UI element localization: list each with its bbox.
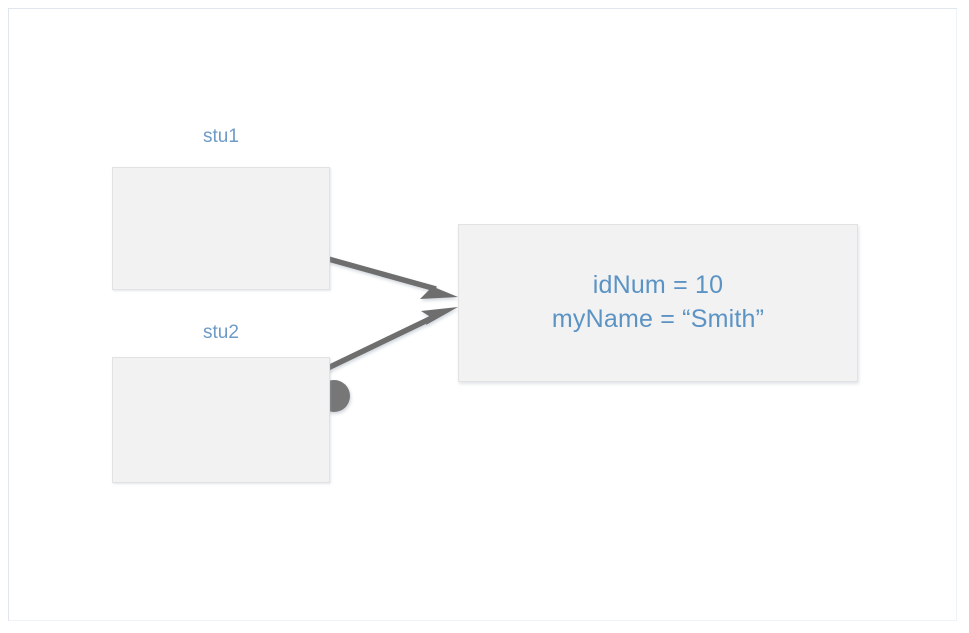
object-field-myname: myName = “Smith” [551,305,765,333]
object-field-idnum: idNum = 10 [592,271,724,300]
variable-label-stu1: stu1 [203,126,239,147]
variable-box-stu1[interactable] [112,167,350,412]
variable-label-stu2: stu2 [203,322,239,343]
object-box[interactable]: idNum = 10 myName = “Smith” [458,224,858,382]
variable-box-stu2[interactable] [112,357,330,483]
